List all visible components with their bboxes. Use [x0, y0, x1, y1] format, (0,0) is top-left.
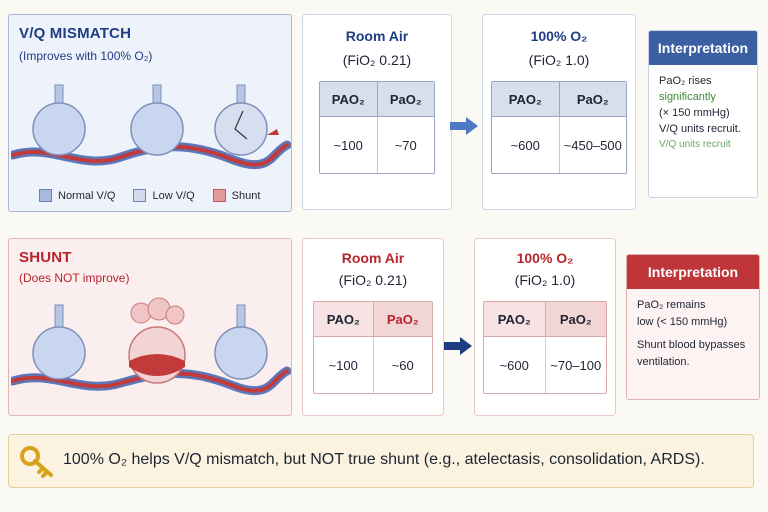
key-point-text: 100% O₂ helps V/Q mismatch, but NOT true… [63, 451, 705, 468]
value-PaO2: ~450–500 [563, 137, 622, 153]
shunt-panel: SHUNT (Does NOT improve) [8, 238, 292, 416]
legend-shunt-swatch [212, 189, 226, 202]
shunt-room-air-fio2: (FiO₂ 0.21) [338, 272, 408, 288]
shunt-interpretation-box: Interpretation PaO₂ remains low (< 150 m… [626, 254, 760, 400]
shunt-room-air-table: PAO₂ PaO₂ ~100 ~60 [313, 301, 433, 394]
col-PaO2: PaO₂ [377, 82, 434, 116]
vq-room-air-title: Room Air [345, 28, 409, 44]
vq-title: V/Q MISMATCH [19, 25, 132, 42]
vq-oxygen-title: 100% O₂ [530, 28, 588, 44]
shunt-title: SHUNT [19, 249, 72, 266]
legend-shunt: Shunt [212, 189, 261, 202]
col-PaO2: PaO₂ [373, 302, 432, 336]
vq-room-air-fio2: (FiO₂ 0.21) [342, 52, 412, 68]
vq-alveoli-illustration [11, 84, 291, 170]
shunt-oxygen-table: PAO₂ PaO₂ ~600 ~70–100 [483, 301, 607, 394]
vq-panel: V/Q MISMATCH (Improves with 100% O₂) Nor… [8, 14, 292, 212]
value-PAO2: ~600 [492, 117, 560, 173]
vq-room-air-table: PAO₂ PaO₂ ~100 ~70 [319, 81, 435, 174]
interp-line: low (< 150 mmHg) [637, 316, 728, 328]
shunt-room-air-card: Room Air (FiO₂ 0.21) PAO₂ PaO₂ ~100 ~60 [302, 238, 444, 416]
vq-subtitle: (Improves with 100% O₂) [19, 49, 153, 63]
key-point-bar: 100% O₂ helps V/Q mismatch, but NOT true… [8, 434, 754, 488]
legend-normal-swatch [39, 189, 52, 202]
shunt-interpretation-title: Interpretation [627, 255, 759, 289]
interp-line: V/Q units recruit. [659, 123, 741, 135]
vq-legend: Normal V/Q Low V/Q Shunt [39, 189, 260, 202]
value-PAO2: ~600 [484, 337, 546, 393]
value-PaO2: ~70 [394, 137, 417, 153]
shunt-interpretation-text: PaO₂ remains low (< 150 mmHg) Shunt bloo… [627, 289, 759, 379]
value-PaO2: ~60 [391, 357, 414, 373]
legend-shunt-label: Shunt [231, 189, 261, 202]
shunt-room-air-title: Room Air [341, 250, 405, 266]
legend-low-swatch [133, 189, 147, 202]
interp-line: PaO₂ rises [659, 75, 712, 87]
shunt-oxygen-title: 100% O₂ [516, 250, 574, 266]
value-PAO2: ~100 [314, 337, 374, 393]
vq-oxygen-card: 100% O₂ (FiO₂ 1.0) PAO₂ PaO₂ ~600 ~450–5… [482, 14, 636, 210]
vq-room-air-card: Room Air (FiO₂ 0.21) PAO₂ PaO₂ ~100 ~70 [302, 14, 452, 210]
legend-normal-vq: Normal V/Q [39, 189, 115, 202]
vq-oxygen-fio2: (FiO₂ 1.0) [528, 52, 590, 68]
legend-low-vq: Low V/Q [133, 189, 195, 202]
interp-line: V/Q units recruit [659, 139, 731, 150]
vq-arrow-icon [450, 117, 478, 135]
col-PaO2: PaO₂ [559, 82, 626, 116]
interp-line: ventilation. [637, 356, 690, 368]
interp-line: (× 150 mmHg) [659, 107, 730, 119]
vq-interpretation-title: Interpretation [649, 31, 757, 65]
legend-low-label: Low V/Q [152, 189, 195, 202]
key-icon [20, 446, 53, 478]
vq-interpretation-text: PaO₂ rises significantly (× 150 mmHg) V/… [649, 65, 757, 161]
shunt-subtitle: (Does NOT improve) [19, 271, 130, 285]
col-PAO2: PAO₂ [484, 302, 546, 336]
col-PAO2: PAO₂ [492, 82, 560, 116]
interp-line: PaO₂ remains [637, 299, 706, 311]
shunt-oxygen-card: 100% O₂ (FiO₂ 1.0) PAO₂ PaO₂ ~600 ~70–10… [474, 238, 616, 416]
col-PAO2: PAO₂ [320, 82, 378, 116]
shunt-alveoli-illustration [11, 297, 291, 396]
value-PAO2: ~100 [320, 117, 378, 173]
interp-line: significantly [659, 91, 716, 103]
shunt-arrow-icon [444, 337, 472, 355]
value-PaO2: ~70–100 [550, 357, 602, 373]
col-PAO2: PAO₂ [314, 302, 374, 336]
vq-oxygen-table: PAO₂ PaO₂ ~600 ~450–500 [491, 81, 627, 174]
col-PaO2: PaO₂ [545, 302, 606, 336]
vq-interpretation-box: Interpretation PaO₂ rises significantly … [648, 30, 758, 198]
interp-line: Shunt blood bypasses [637, 339, 746, 351]
legend-normal-label: Normal V/Q [58, 189, 116, 202]
shunt-oxygen-fio2: (FiO₂ 1.0) [514, 272, 576, 288]
